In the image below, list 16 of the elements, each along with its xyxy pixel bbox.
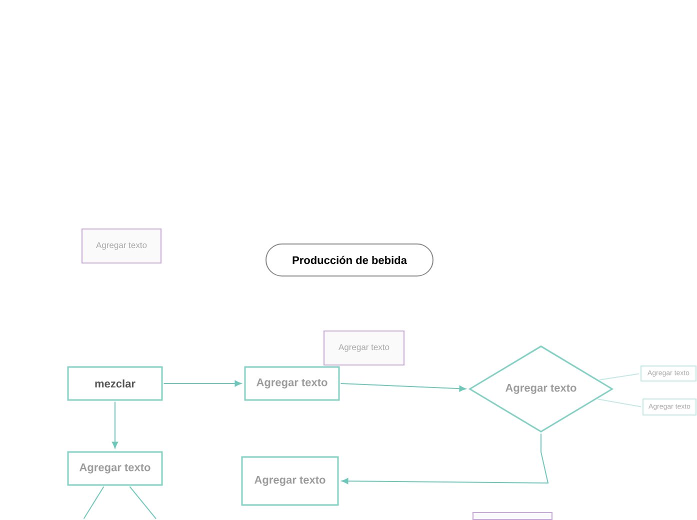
process-box: Agregar texto (67, 451, 163, 486)
rounded-box: Producción de bebida (266, 244, 434, 276)
note-box: Agregar texto (81, 228, 162, 264)
arrow (340, 383, 466, 392)
process-box: Agregar texto (244, 366, 340, 401)
arrow (163, 380, 242, 387)
connector-line (83, 486, 104, 520)
note-box: Agregar texto (323, 330, 405, 366)
note-box (472, 512, 553, 520)
connector-line (598, 373, 640, 380)
arrow (112, 401, 118, 448)
connector-line (129, 486, 157, 520)
arrow (342, 433, 549, 484)
connector-line (597, 398, 642, 408)
process-box: mezclar (67, 366, 163, 401)
process-box: Agregar texto (241, 456, 339, 506)
